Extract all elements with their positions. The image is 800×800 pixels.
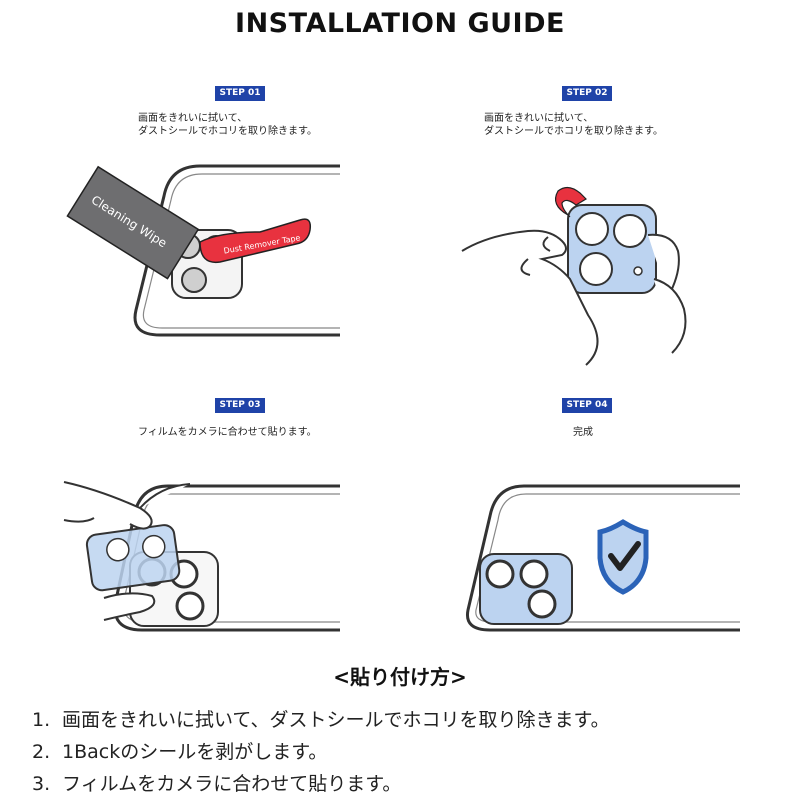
step-02-description: 画面をきれいに拭いて、 ダストシールでホコリを取り除きます。 — [484, 112, 663, 138]
step-01-badge: STEP 01 — [215, 86, 265, 101]
step-04-badge: STEP 04 — [562, 398, 612, 413]
instruction-item: 3. フィルムをカメラに合わせて貼ります。 — [32, 768, 792, 800]
step-01-illustration: Dust Remover Tape Cleaning Wipe — [66, 164, 340, 337]
hand-icon — [63, 481, 191, 621]
instruction-text: フィルムをカメラに合わせて貼ります。 — [62, 773, 402, 795]
step-01-description: 画面をきれいに拭いて、 ダストシールでホコリを取り除きます。 — [138, 112, 317, 138]
installation-subheading: <貼り付け方> — [333, 665, 467, 689]
page-title: INSTALLATION GUIDE — [235, 8, 565, 39]
step-04-description: 完成 — [573, 426, 593, 439]
step-04-line-1: 完成 — [573, 427, 593, 438]
step-03-badge: STEP 03 — [215, 398, 265, 413]
step-03-description: フィルムをカメラに合わせて貼ります。 — [138, 426, 317, 439]
step-04-illustration — [465, 484, 740, 632]
step-02-line-1: 画面をきれいに拭いて、 — [484, 113, 594, 124]
camera-film-icon — [85, 524, 181, 592]
step-03-line-1: フィルムをカメラに合わせて貼ります。 — [138, 427, 317, 438]
instruction-number: 3. — [32, 773, 51, 795]
instruction-item: 2. 1Backのシールを剥がします。 — [32, 736, 792, 768]
step-01-line-2: ダストシールでホコリを取り除きます。 — [138, 126, 317, 137]
step-01-line-1: 画面をきれいに拭いて、 — [138, 113, 248, 124]
instruction-text: 画面をきれいに拭いて、ダストシールでホコリを取り除きます。 — [62, 709, 610, 731]
shield-check-icon — [597, 519, 649, 595]
instruction-list: 1. 画面をきれいに拭いて、ダストシールでホコリを取り除きます。 2. 1Backの… — [32, 704, 792, 800]
instruction-number: 2. — [32, 741, 51, 763]
instruction-number: 1. — [32, 709, 51, 731]
dust-remover-tape-icon: Dust Remover Tape — [199, 218, 312, 264]
camera-film-icon — [567, 204, 657, 294]
hand-icon — [461, 229, 687, 366]
step-02-line-2: ダストシールでホコリを取り除きます。 — [484, 126, 663, 137]
camera-module-icon — [479, 553, 573, 625]
step-02-badge: STEP 02 — [562, 86, 612, 101]
instruction-item: 1. 画面をきれいに拭いて、ダストシールでホコリを取り除きます。 — [32, 704, 792, 736]
instruction-text: 1Backのシールを剥がします。 — [62, 741, 328, 763]
step-02-illustration — [461, 186, 687, 366]
step-03-illustration — [63, 481, 340, 632]
